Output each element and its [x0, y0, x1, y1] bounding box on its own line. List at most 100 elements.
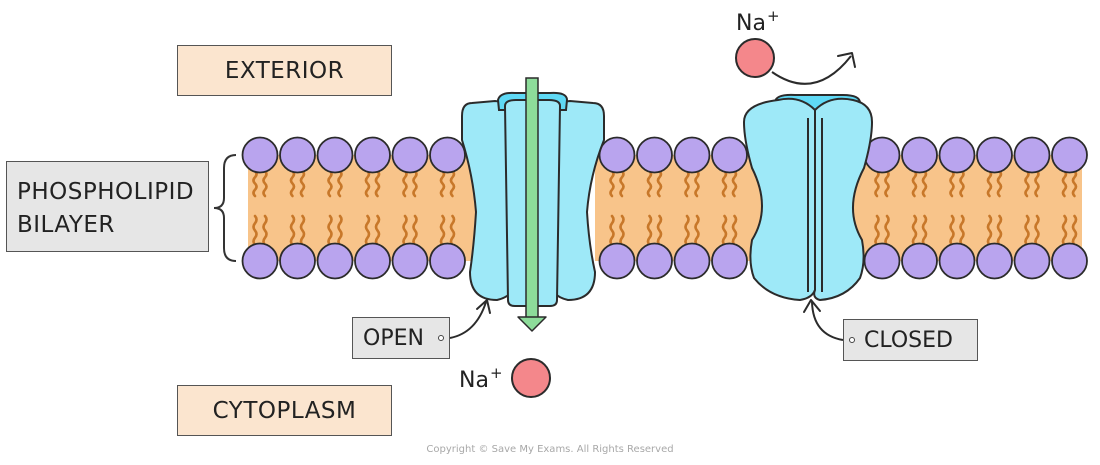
open-pointer-arrow	[449, 299, 491, 339]
open-tag-text: OPEN	[363, 325, 424, 351]
lipid-tail	[1024, 214, 1030, 247]
phospholipid-head	[673, 136, 711, 174]
lipid-tail	[619, 169, 625, 198]
tag-hole-icon	[849, 337, 855, 343]
lipid-tail	[884, 214, 890, 247]
phospholipid-head	[429, 242, 466, 280]
lipid-tail	[684, 169, 690, 198]
lipid-tail	[1071, 214, 1078, 247]
lipid-tail	[402, 214, 408, 247]
phospholipid-head	[391, 136, 429, 174]
lipid-tail	[402, 169, 408, 198]
sodium-ion-top-circle	[735, 38, 775, 78]
lipid-tail	[959, 214, 965, 247]
lipid-tail	[289, 169, 296, 198]
sodium-ion-top-label: Na+	[736, 7, 780, 36]
lipid-tail	[327, 169, 333, 198]
lipid-tail	[986, 169, 993, 198]
lipid-tail	[609, 214, 615, 247]
closed-channel-protein	[742, 93, 874, 302]
lipid-tail	[262, 214, 268, 247]
lipid-tail	[731, 169, 738, 198]
closed-channel-tag: CLOSED	[843, 319, 978, 361]
lipid-tail	[949, 214, 955, 247]
lipid-tail	[439, 214, 446, 247]
lipid-tail	[299, 214, 306, 247]
lipid-tail	[646, 214, 653, 247]
phospholipid-head	[711, 242, 748, 280]
closed-channel-left-half	[742, 97, 816, 302]
bilayer-label-line-2: BILAYER	[17, 212, 115, 238]
phospholipid-head	[863, 242, 901, 280]
phospholipid-head	[711, 136, 748, 174]
ion-symbol: Na	[459, 368, 489, 393]
phospholipid-bilayer-label: PHOSPHOLIPID BILAYER	[6, 161, 209, 252]
phospholipid-head	[938, 136, 976, 174]
phospholipid-head	[636, 242, 673, 280]
lipid-tail	[337, 214, 343, 247]
phospholipid-head	[316, 136, 354, 174]
lipid-tail	[874, 169, 880, 198]
phospholipid-head	[1051, 136, 1088, 174]
closed-tag-text: CLOSED	[864, 327, 953, 353]
lipid-tail	[1061, 214, 1068, 247]
lipid-tail	[412, 214, 418, 247]
phospholipid-heads	[241, 136, 1088, 280]
phospholipid-head	[673, 242, 711, 280]
lipid-tail	[252, 214, 258, 247]
phospholipid-head	[976, 242, 1013, 280]
flow-arrow-head	[517, 316, 547, 332]
bilayer-bracket	[213, 154, 237, 262]
phospholipid-head	[901, 136, 938, 174]
lipid-tail	[337, 169, 343, 198]
lipid-tail	[996, 214, 1003, 247]
lipid-tail	[374, 214, 381, 247]
lipid-tail	[731, 214, 738, 247]
lipid-tail	[1061, 169, 1068, 198]
ion-symbol: Na	[736, 11, 766, 36]
tag-hole-icon	[438, 335, 444, 341]
lipid-tail	[619, 214, 625, 247]
lipid-tail	[911, 214, 918, 247]
phospholipid-head	[279, 136, 316, 174]
open-channel-protein	[461, 91, 605, 307]
lipid-tail	[327, 214, 333, 247]
lipid-tail	[911, 169, 918, 198]
lipid-tail	[252, 169, 258, 198]
lipid-tail	[721, 214, 728, 247]
ion-charge: +	[489, 364, 503, 382]
lipid-tail	[262, 169, 268, 198]
phospholipid-head	[976, 136, 1013, 174]
exterior-label: EXTERIOR	[177, 45, 392, 96]
lipid-tail	[874, 214, 880, 247]
sodium-ion-top	[735, 38, 775, 78]
lipid-tail	[609, 169, 615, 198]
lipid-tail	[1024, 169, 1030, 198]
phospholipid-head	[429, 136, 466, 174]
lipid-tail	[996, 169, 1003, 198]
ion-exit-arrow	[771, 52, 856, 85]
phospholipid-head	[391, 242, 429, 280]
closed-pointer-arrow	[803, 299, 844, 341]
lipid-tail	[721, 169, 728, 198]
lipid-tail	[449, 169, 456, 198]
lipid-tail	[884, 169, 890, 198]
phospholipid-head	[636, 136, 673, 174]
phospholipid-head	[354, 242, 391, 280]
lipid-tail	[374, 169, 381, 198]
copyright-notice: Copyright © Save My Exams. All Rights Re…	[426, 444, 674, 455]
lipid-tail	[449, 214, 456, 247]
phospholipid-head	[241, 136, 279, 174]
lipid-tail	[299, 169, 306, 198]
sodium-ion-bottom-circle	[511, 358, 551, 398]
sodium-flow-arrow	[517, 77, 547, 332]
lipid-tail	[656, 169, 663, 198]
lipid-tail	[412, 169, 418, 198]
lipid-tail	[289, 214, 296, 247]
lipid-tail	[1034, 169, 1040, 198]
phospholipid-head	[316, 242, 354, 280]
lipid-tail	[921, 169, 928, 198]
lipid-tail	[694, 214, 700, 247]
